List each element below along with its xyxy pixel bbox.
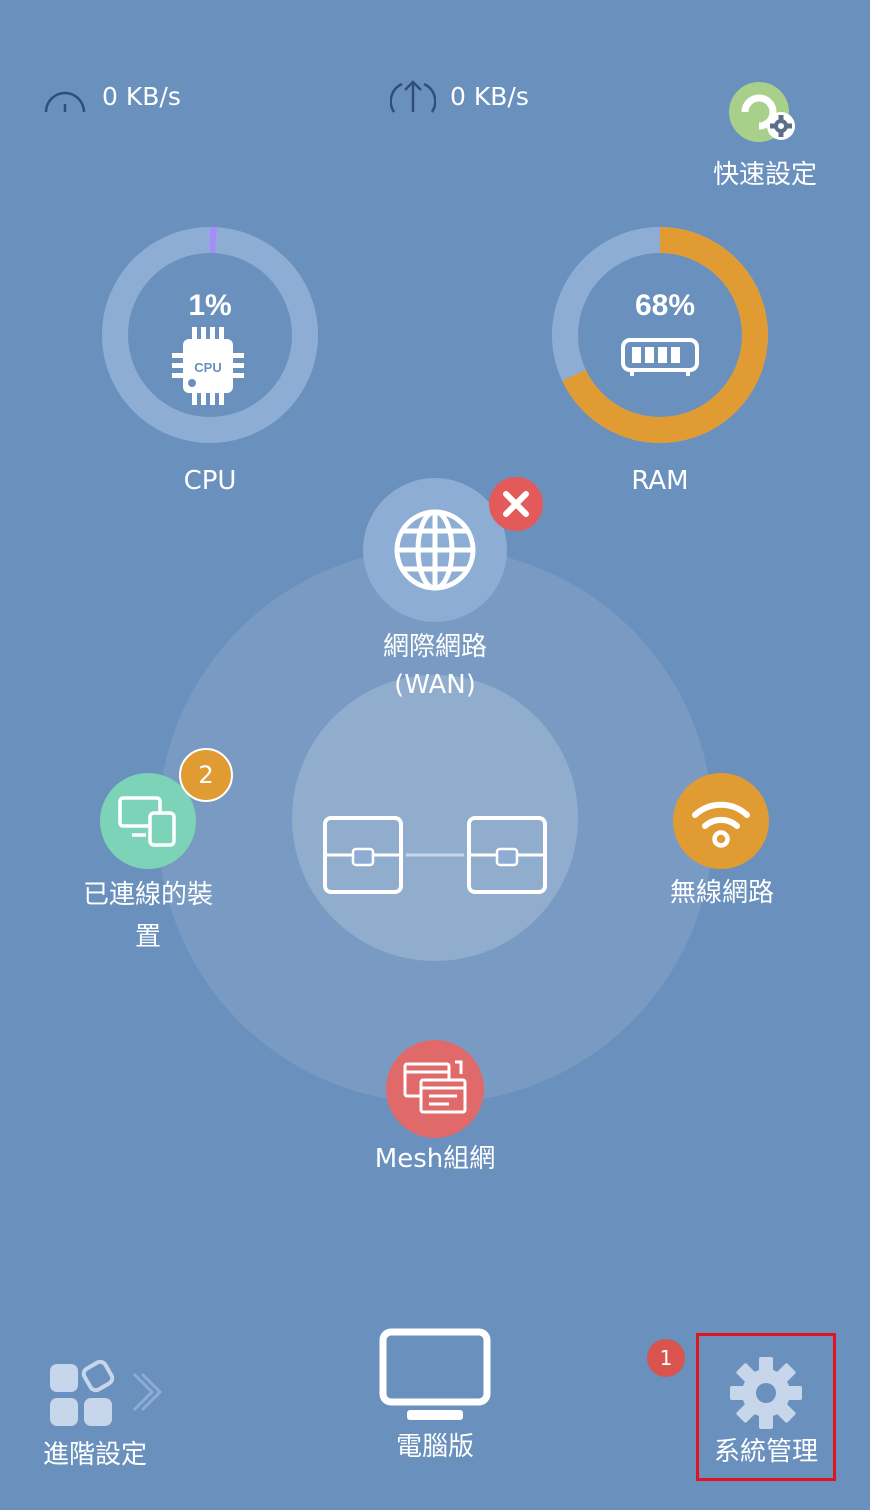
cpu-gauge-ring (102, 227, 318, 443)
quick-setup-button[interactable]: 快速設定 (700, 74, 830, 194)
mesh-routers-icon (323, 816, 547, 894)
wan-label-line1: 網際網路 (382, 632, 487, 662)
system-management-button[interactable]: 系統管理 (696, 1333, 836, 1481)
cpu-chip-icon: CPU (172, 327, 244, 405)
cpu-value: 1% (188, 289, 232, 322)
wireless-node[interactable] (673, 773, 769, 869)
ram-memory-icon (621, 338, 699, 376)
ram-gauge-ring (552, 227, 768, 443)
download-speed: 0 KB/s (42, 78, 181, 114)
devices-icon (118, 796, 176, 847)
connected-devices-node[interactable] (100, 773, 196, 869)
wan-error-icon (489, 477, 543, 531)
ram-gauge[interactable]: 68% (550, 225, 770, 445)
monitor-icon (379, 1328, 491, 1420)
wan-label: 網際網路 (WAN) (335, 628, 535, 704)
system-management-label: 系統管理 (713, 1437, 818, 1467)
router-node[interactable] (292, 675, 578, 961)
mesh-node[interactable] (386, 1040, 484, 1138)
gear-icon (730, 1357, 802, 1429)
mesh-window-icon (403, 1060, 467, 1114)
ram-value: 68% (634, 289, 696, 322)
cpu-gauge[interactable]: 1% CPU (100, 225, 320, 445)
quick-setup-label: 快速設定 (712, 160, 817, 190)
mesh-label: Mesh組網 (374, 1144, 496, 1174)
ram-label: RAM (631, 466, 689, 496)
upload-speed-value: 0 KB/s (450, 81, 529, 111)
desktop-version-button[interactable]: 電腦版 (360, 1326, 510, 1466)
cpu-label: CPU (183, 466, 237, 496)
wireless-label: 無線網路 (669, 878, 774, 908)
wifi-icon (692, 801, 750, 848)
connected-devices-label: 已連線的裝 置 (48, 874, 248, 958)
devices-count-badge: 2 (179, 748, 233, 802)
network-map-background (158, 548, 713, 1103)
highlight-box (696, 1333, 836, 1481)
download-gauge-icon (44, 91, 86, 113)
svg-text:CPU: CPU (194, 360, 221, 375)
wan-node[interactable] (363, 478, 507, 622)
desktop-version-label: 電腦版 (395, 1432, 474, 1462)
globe-icon (394, 509, 476, 591)
apps-grid-icon (50, 1360, 163, 1426)
system-notification-badge: 1 (647, 1339, 685, 1377)
advanced-settings-label: 進階設定 (42, 1440, 147, 1470)
connected-devices-label-line2: 置 (134, 922, 161, 952)
quick-setup-icon (729, 82, 795, 142)
connected-devices-label-line1: 已連線的裝 (82, 880, 213, 910)
advanced-settings-button[interactable]: 進階設定 (40, 1356, 190, 1476)
upload-speed: 0 KB/s (390, 78, 529, 114)
wan-label-line2: (WAN) (394, 670, 476, 700)
upload-arrow-icon (390, 80, 436, 113)
download-speed-value: 0 KB/s (102, 81, 181, 111)
